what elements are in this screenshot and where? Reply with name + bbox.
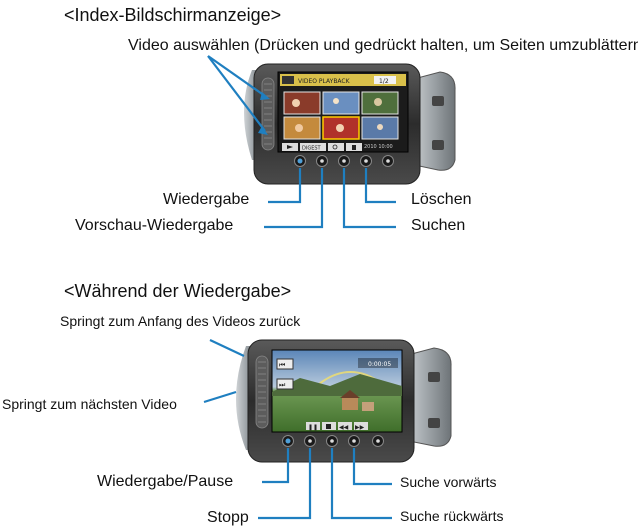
tab-digest[interactable] [300,143,326,151]
screen-page-indicator: 1/2 [379,78,389,85]
search-icon [332,144,338,150]
camcorder-index: VIDEO PLAYBACK 1/2 2010 10:00 DIGEST [244,63,456,185]
callout-rewind [330,448,392,520]
rewind-icon: ◀◀ [339,424,349,431]
screen-tab-row: DIGEST [282,143,362,152]
callout-preview [264,168,324,229]
callout-jump-next [203,390,237,404]
pause-tab[interactable] [306,422,320,430]
callout-search [342,168,396,229]
callout-play-pause [262,448,290,484]
forward-tab[interactable] [354,422,368,430]
time-overlay [358,358,398,368]
hinge-clip [428,418,440,428]
arrowhead [260,92,270,100]
search-backward-label: Suche rückwärts [400,508,504,524]
skip-forward-button[interactable] [276,378,294,390]
video-icon [282,76,294,84]
callouts-index [207,55,396,229]
hinge-clip [428,372,440,382]
thumbnail[interactable] [322,91,360,115]
stop-icon [326,424,331,429]
house [342,398,358,410]
index-view-title: <Index-Bildschirmanzeige> [64,5,282,25]
play-icon [287,145,293,149]
callout-jump-start [209,339,245,357]
callout-stop [258,448,312,520]
button-icon [297,158,303,164]
callout-select-lower [207,55,266,132]
jump-start-label: Springt zum Anfang des Videos zurück [60,313,301,329]
rewind-tab[interactable] [338,422,352,430]
hinge-clip [432,96,444,106]
playback-label: Wiedergabe [163,191,250,208]
play-pause-label: Wiedergabe/Pause [97,473,234,490]
trash-icon [352,145,356,150]
skip-back-button[interactable] [276,358,294,370]
callout-playback [268,168,302,204]
button-icon [285,438,291,444]
pause-icon: ❚❚ [308,424,318,431]
thumbnail[interactable] [283,91,321,115]
screen-time: 0:00:05 [368,361,391,368]
callouts-playback [203,339,392,520]
stop-label: Stopp [207,509,249,526]
tab-digest-label: DIGEST [302,146,322,152]
search-forward-label: Suche vorwärts [400,474,497,490]
select-video-label: Video auswählen (Drücken und gedrückt ha… [128,37,638,54]
thumbnail-grid[interactable] [283,91,399,140]
callout-select-upper [207,55,266,97]
tab-search[interactable] [328,143,344,151]
preview-playback-label: Vorschau-Wiedergabe [75,217,234,234]
search-label: Suchen [411,217,466,234]
house [362,402,374,411]
skip-forward-icon: ⏭ [279,381,286,389]
skip-back-icon: ⏮ [279,361,285,369]
playback-view-title: <Während der Wiedergabe> [64,281,292,301]
physical-buttons [282,435,384,447]
camcorder-playback: ⏮ ⏭ 0:00:05 ❚❚ ◀◀ ▶▶ [236,339,452,463]
screen-date: 2010 10:00 [364,144,393,150]
hinge-clip [432,140,444,150]
delete-label: Löschen [411,191,472,208]
callout-forward [352,448,392,486]
hills [272,374,402,396]
screen-header-text: VIDEO PLAYBACK [298,78,351,85]
screen-page-box [374,76,396,84]
jump-next-label: Springt zum nächsten Video [2,396,177,412]
arrowhead [258,126,268,135]
callout-delete [364,168,396,204]
forward-icon: ▶▶ [355,424,365,431]
physical-buttons [294,155,394,167]
